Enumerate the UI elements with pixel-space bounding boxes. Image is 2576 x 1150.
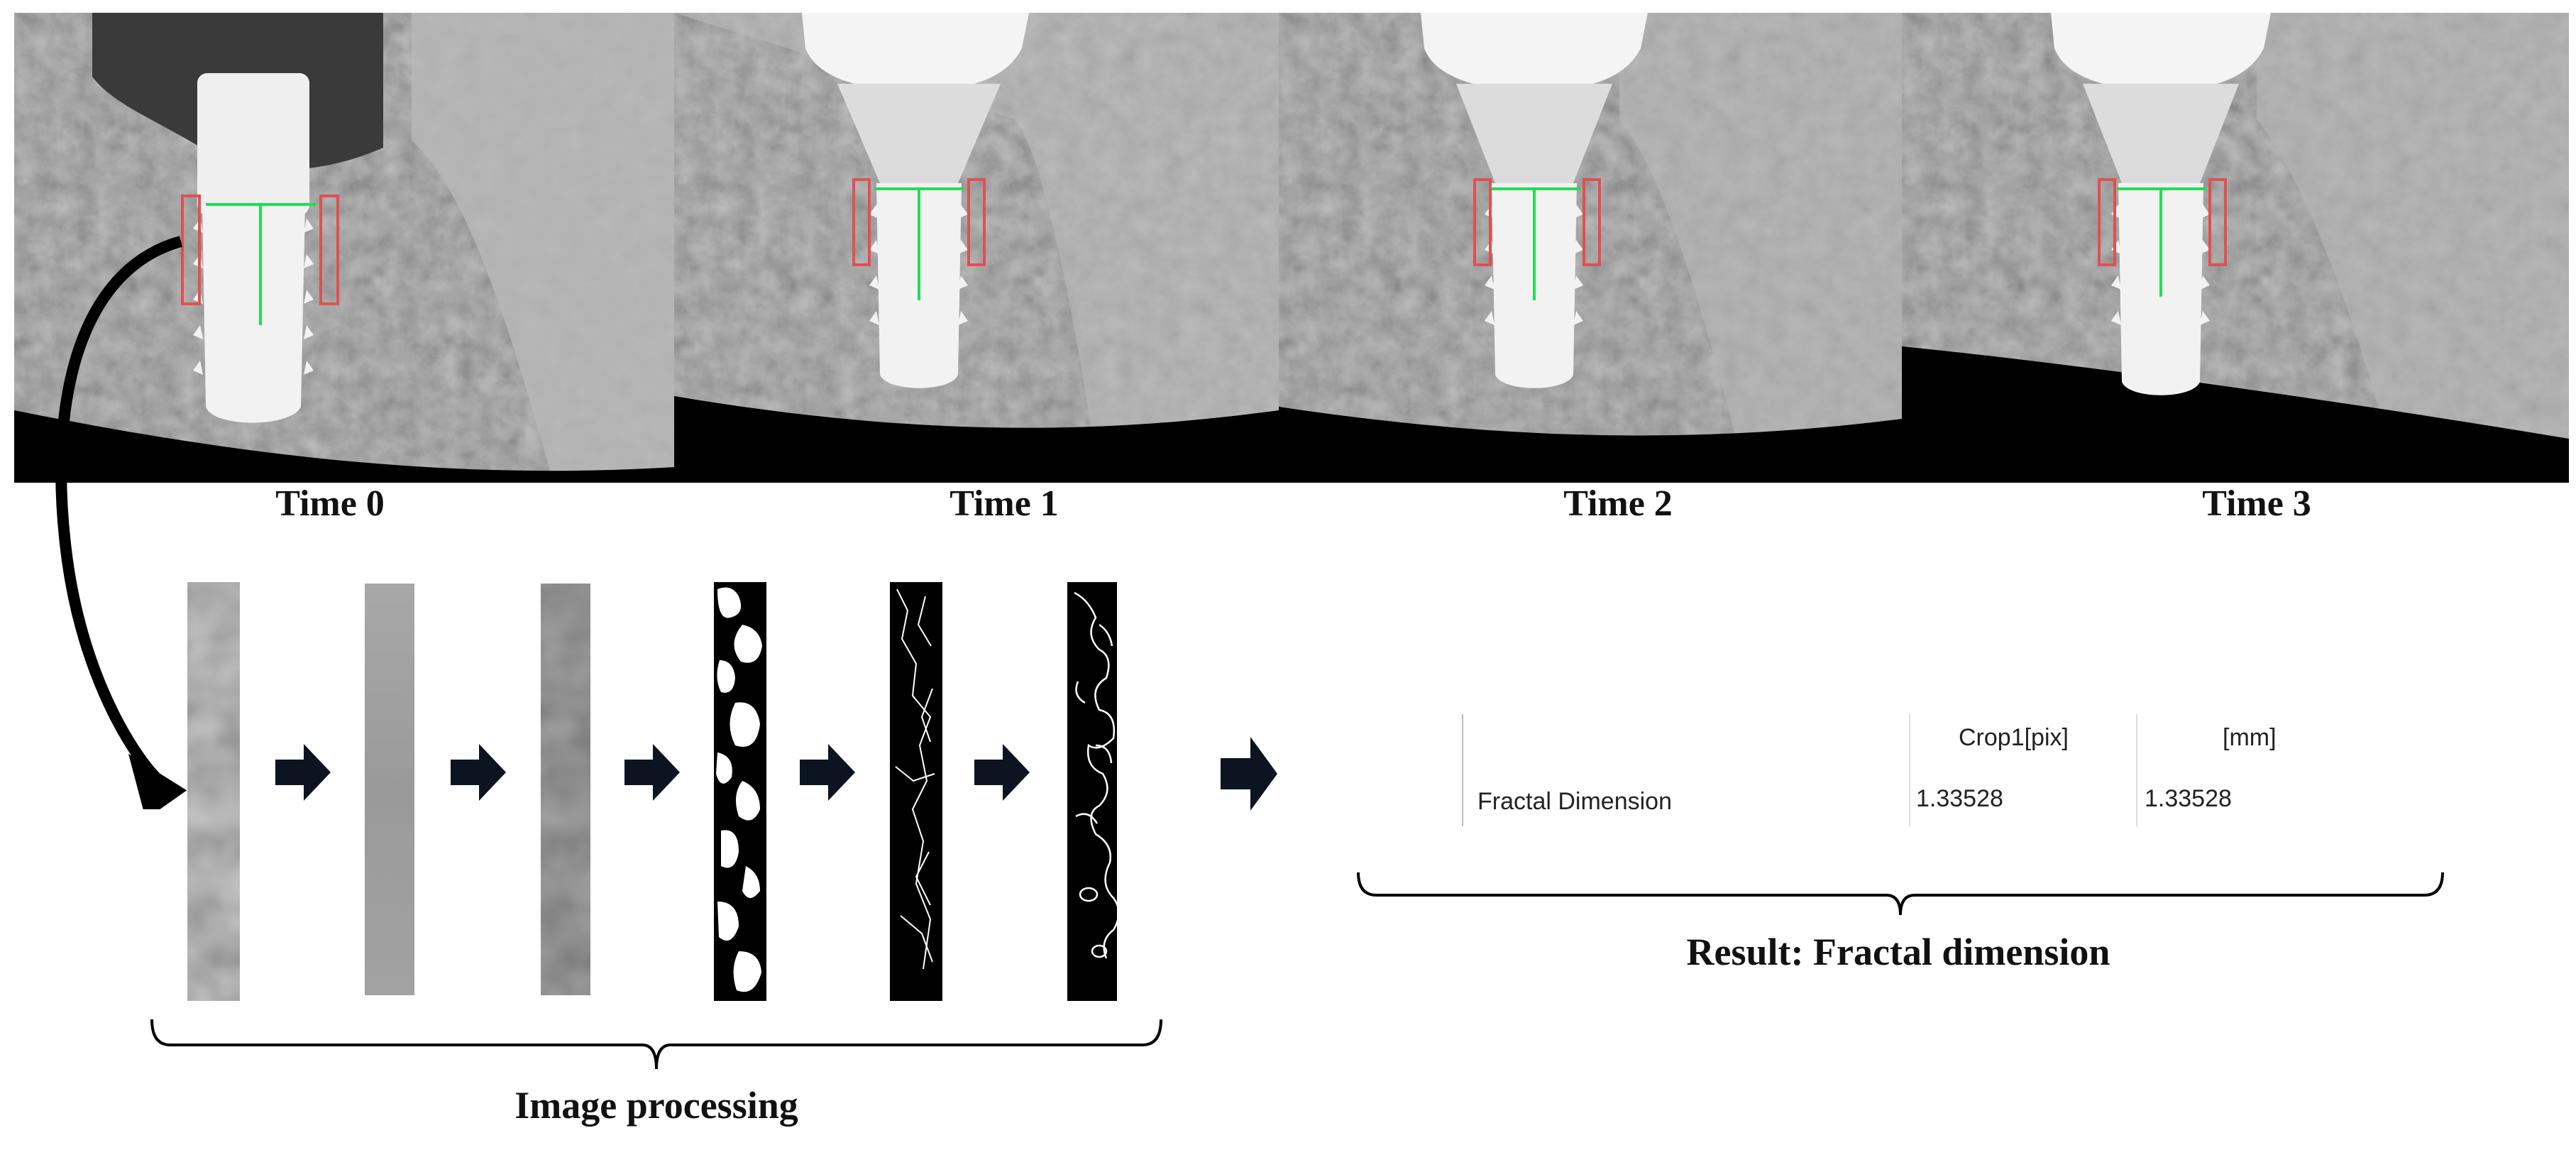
strip-skeletonized: [1067, 582, 1117, 1001]
strip-gaussian-blur: [365, 584, 414, 995]
table-value-mm: 1.33528: [2145, 785, 2232, 812]
step-arrow-4: [800, 744, 855, 801]
time-label-1: Time 1: [950, 483, 1059, 524]
table-header-crop1: Crop1[pix]: [1959, 724, 2069, 751]
step-arrow-5: [974, 744, 1030, 801]
table-row-label: Fractal Dimension: [1477, 788, 1672, 815]
strip-binarized: [714, 582, 766, 1001]
table-header-mm: [mm]: [2223, 724, 2277, 751]
table-left-border: [1462, 714, 1463, 826]
radiograph-panel-time3: [1902, 13, 2569, 483]
time-label-2: Time 2: [1563, 483, 1673, 524]
processing-label: Image processing: [514, 1084, 798, 1127]
processing-bracket: [150, 1019, 1162, 1070]
time-label-3: Time 3: [2202, 483, 2311, 524]
strip-subtracted: [541, 584, 590, 995]
strip-grayscale-crop: [187, 582, 240, 1001]
radiograph-panel-time1: [674, 13, 1279, 483]
radiograph-panel-time0: [14, 13, 674, 483]
result-arrow: [1221, 737, 1277, 811]
curved-arrow: [55, 236, 187, 809]
table-col-divider-2: [2136, 714, 2137, 826]
step-arrow-2: [451, 744, 506, 801]
result-bracket: [1357, 872, 2444, 916]
table-col-divider-1: [1909, 714, 1910, 826]
table-value-pix: 1.33528: [1916, 785, 2003, 812]
step-arrow-3: [624, 744, 680, 801]
strip-eroded-dilated: [890, 582, 942, 1001]
step-arrow-1: [275, 744, 331, 801]
time-label-0: Time 0: [275, 483, 385, 524]
radiograph-panel-time2: [1279, 13, 1902, 483]
result-table: Crop1[pix] [mm] Fractal Dimension 1.3352…: [1462, 710, 2277, 831]
result-label: Result: Fractal dimension: [1686, 931, 2110, 973]
